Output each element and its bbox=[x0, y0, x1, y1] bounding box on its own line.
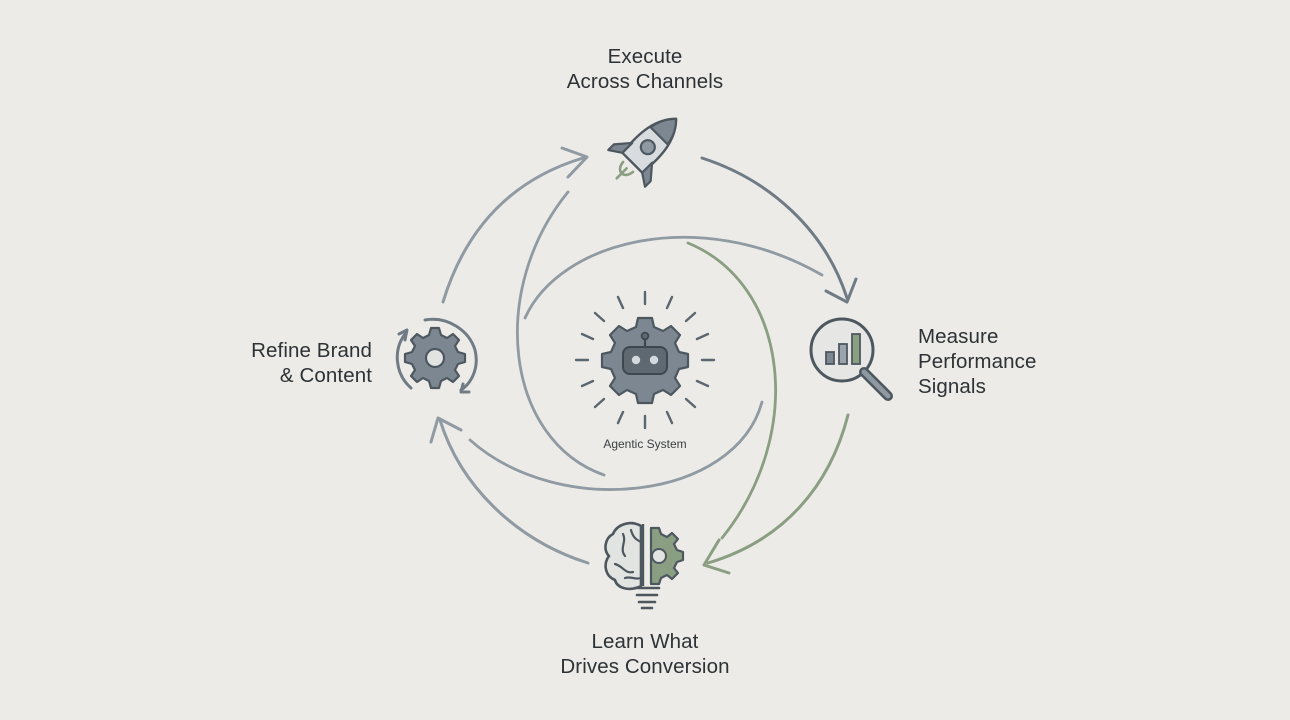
brain-gear-bulb-icon bbox=[604, 521, 685, 610]
center-label: Agentic System bbox=[603, 437, 687, 451]
node-label-line: Across Channels bbox=[566, 70, 724, 93]
arrowhead-right-to-bottom bbox=[702, 538, 731, 575]
arrowhead-left-to-top bbox=[560, 146, 589, 179]
node-label-line: Measure bbox=[918, 325, 999, 348]
node-label-line: Performance bbox=[918, 350, 1037, 373]
node-label-line: Signals bbox=[918, 375, 986, 398]
magnifier-bar-chart-icon bbox=[809, 317, 893, 401]
rocket-icon bbox=[607, 117, 678, 188]
swirl-right bbox=[686, 241, 777, 540]
node-label-line: Drives Conversion bbox=[560, 655, 730, 678]
node-label-learn: Learn What Drives Conversion bbox=[445, 629, 845, 679]
arrow-left-to-top bbox=[441, 156, 585, 304]
node-label-execute: Execute Across Channels bbox=[445, 44, 845, 94]
node-label-measure: Measure Performance Signals bbox=[918, 324, 1168, 399]
swirl-top-right bbox=[523, 236, 824, 320]
arrow-bottom-to-left bbox=[438, 418, 590, 565]
arrowhead-top-to-right bbox=[824, 277, 858, 304]
node-label-line: Learn What bbox=[591, 630, 699, 653]
inner-swirl-arrows bbox=[468, 190, 824, 540]
swirl-bottom bbox=[468, 400, 764, 491]
arrow-top-to-right bbox=[700, 156, 849, 300]
robot-gear-icon bbox=[574, 290, 716, 430]
node-label-line: Execute bbox=[607, 45, 683, 68]
arrow-right-to-bottom bbox=[706, 413, 850, 565]
outer-cycle-arrows bbox=[429, 146, 858, 575]
swirl-left bbox=[516, 190, 606, 477]
node-label-line: & Content bbox=[279, 364, 372, 387]
gear-refresh-icon bbox=[395, 317, 478, 394]
center-rays bbox=[574, 290, 716, 430]
arrowhead-bottom-to-left bbox=[429, 416, 463, 444]
node-label-line: Refine Brand bbox=[251, 339, 372, 362]
node-label-refine: Refine Brand & Content bbox=[172, 338, 372, 388]
